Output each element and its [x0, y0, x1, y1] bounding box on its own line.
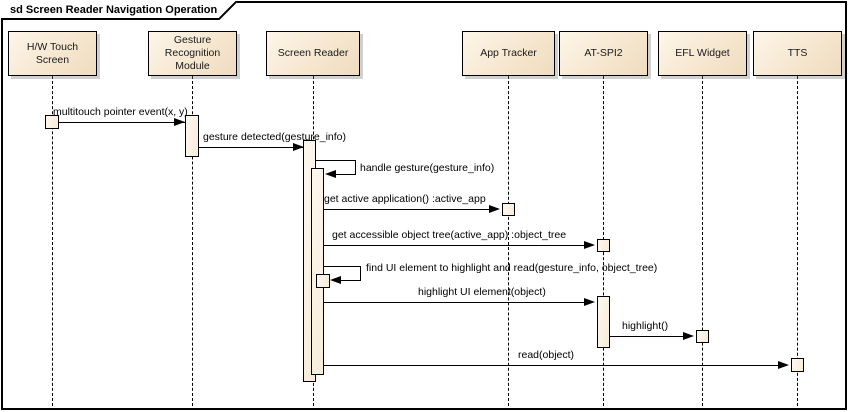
activation-screen-reader-inner: [316, 274, 330, 288]
frame-tab-corner-icon: [218, 1, 238, 20]
activation-gesture-recognition-module: [185, 115, 199, 157]
lifeline-label-gesture-recognition-module-line3: Module: [175, 60, 210, 72]
message-arrow-get-active-application: [489, 204, 500, 213]
message-line-read-object: [313, 365, 778, 366]
lifeline-label-app-tracker: App Tracker: [480, 47, 537, 59]
activation-app-tracker: [502, 203, 515, 216]
lifeline-label-gesture-recognition-module-line1: Gesture: [173, 34, 212, 46]
message-label-get-accessible-object-tree: get accessible object tree(active_app) :…: [332, 229, 567, 241]
message-line-handle-gesture-top: [315, 160, 356, 161]
message-arrow-highlight-ui-element: [584, 297, 595, 306]
diagram-frame-tab: sd Screen Reader Navigation Operation: [1, 1, 238, 20]
message-label-find-ui-element: find UI element to highlight and read(ge…: [366, 262, 658, 274]
lifeline-gesture-recognition-module: [192, 76, 193, 406]
lifeline-label-gesture-recognition-module-line2: Recognition: [164, 47, 221, 59]
message-line-get-active-application: [323, 209, 489, 210]
message-line-find-ui-element-top: [323, 266, 361, 267]
message-arrow-find-ui-element: [330, 275, 341, 284]
message-line-multitouch-pointer-event: [52, 122, 186, 123]
message-arrow-multitouch-pointer-event: [174, 117, 185, 126]
lifeline-label-at-spi2: AT-SPI2: [584, 47, 623, 59]
lifeline-head-efl-widget[interactable]: EFL Widget: [658, 31, 747, 76]
activation-screen-reader-nested: [311, 168, 324, 375]
activation-hw-touch-screen: [45, 115, 59, 129]
lifeline-head-at-spi2[interactable]: AT-SPI2: [559, 31, 648, 76]
message-line-get-accessible-object-tree: [323, 245, 584, 246]
lifeline-label-efl-widget: EFL Widget: [675, 47, 730, 59]
message-label-multitouch-pointer-event: multitouch pointer event(x, y): [53, 106, 188, 118]
message-line-handle-gesture-bottom: [335, 174, 356, 175]
lifeline-head-tts[interactable]: TTS: [753, 31, 842, 76]
lifeline-app-tracker: [508, 76, 509, 406]
message-label-highlight-ui-element: highlight UI element(object): [418, 286, 546, 298]
message-line-highlight: [610, 336, 683, 337]
lifeline-label-screen-reader: Screen Reader: [277, 47, 349, 59]
lifeline-head-screen-reader[interactable]: Screen Reader: [266, 31, 360, 76]
lifeline-head-gesture-recognition-module[interactable]: Gesture Recognition Module: [148, 31, 237, 76]
lifeline-head-app-tracker[interactable]: App Tracker: [462, 31, 555, 76]
message-arrow-gesture-detected: [293, 142, 304, 151]
lifeline-label-hw-touch-screen-line2: Screen: [35, 53, 70, 66]
lifeline-tts: [797, 76, 798, 406]
lifeline-hw-touch-screen: [52, 76, 53, 406]
message-label-read-object: read(object): [518, 349, 575, 361]
message-line-gesture-detected: [199, 147, 304, 148]
message-label-gesture-detected: gesture detected(gesture_info): [203, 131, 347, 143]
message-label-get-active-application: get active application() :active_app: [324, 193, 486, 205]
activation-efl-widget: [696, 330, 709, 343]
lifeline-label-tts: TTS: [787, 47, 808, 59]
message-line-handle-gesture-right: [355, 160, 356, 174]
activation-tts: [791, 358, 804, 372]
diagram-title: sd Screen Reader Navigation Operation: [10, 3, 218, 16]
lifeline-efl-widget: [702, 76, 703, 406]
lifeline-label-hw-touch-screen-line1: H/W Touch: [26, 40, 79, 53]
activation-at-spi2-object-tree: [597, 239, 610, 252]
message-arrow-read-object: [778, 360, 789, 369]
message-label-highlight: highlight(): [622, 320, 669, 332]
message-arrow-get-accessible-object-tree: [584, 240, 595, 249]
message-line-highlight-ui-element: [323, 302, 584, 303]
message-arrow-handle-gesture: [325, 169, 336, 178]
activation-at-spi2-highlight: [597, 296, 610, 348]
message-line-find-ui-element-right: [360, 266, 361, 280]
message-label-handle-gesture: handle gesture(gesture_info): [360, 162, 495, 174]
lifeline-head-hw-touch-screen[interactable]: H/W Touch Screen: [8, 31, 97, 76]
message-line-find-ui-element-bottom: [340, 280, 361, 281]
message-arrow-highlight: [683, 331, 694, 340]
